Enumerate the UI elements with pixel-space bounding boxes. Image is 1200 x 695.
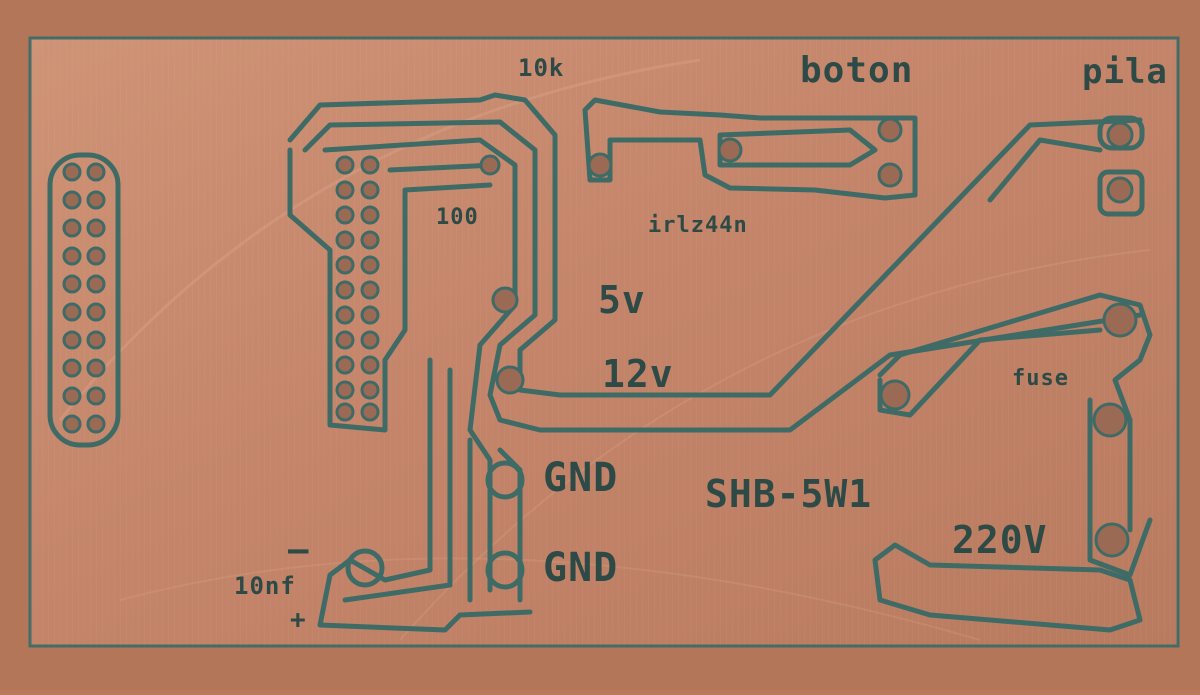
label-minus: –: [288, 530, 310, 570]
label-irlz44n: irlz44n: [648, 213, 748, 238]
label-fuse: fuse: [1012, 366, 1069, 391]
label-220v: 220V: [952, 518, 1048, 562]
label-gnd-2: GND: [543, 545, 619, 591]
pads: [479, 117, 1138, 558]
header-pins: [62, 162, 106, 434]
label-12v: 12v: [602, 352, 674, 396]
label-boton: boton: [800, 50, 914, 91]
label-module: SHB-5W1: [705, 472, 873, 516]
label-pila: pila: [1082, 52, 1168, 92]
label-gnd-1: GND: [543, 455, 619, 501]
label-100: 100: [436, 205, 479, 230]
label-10nf: 10nf: [234, 572, 296, 600]
label-10k: 10k: [518, 54, 565, 82]
label-5v: 5v: [598, 278, 646, 322]
label-plus: +: [290, 605, 307, 635]
module-pins: [335, 155, 380, 422]
